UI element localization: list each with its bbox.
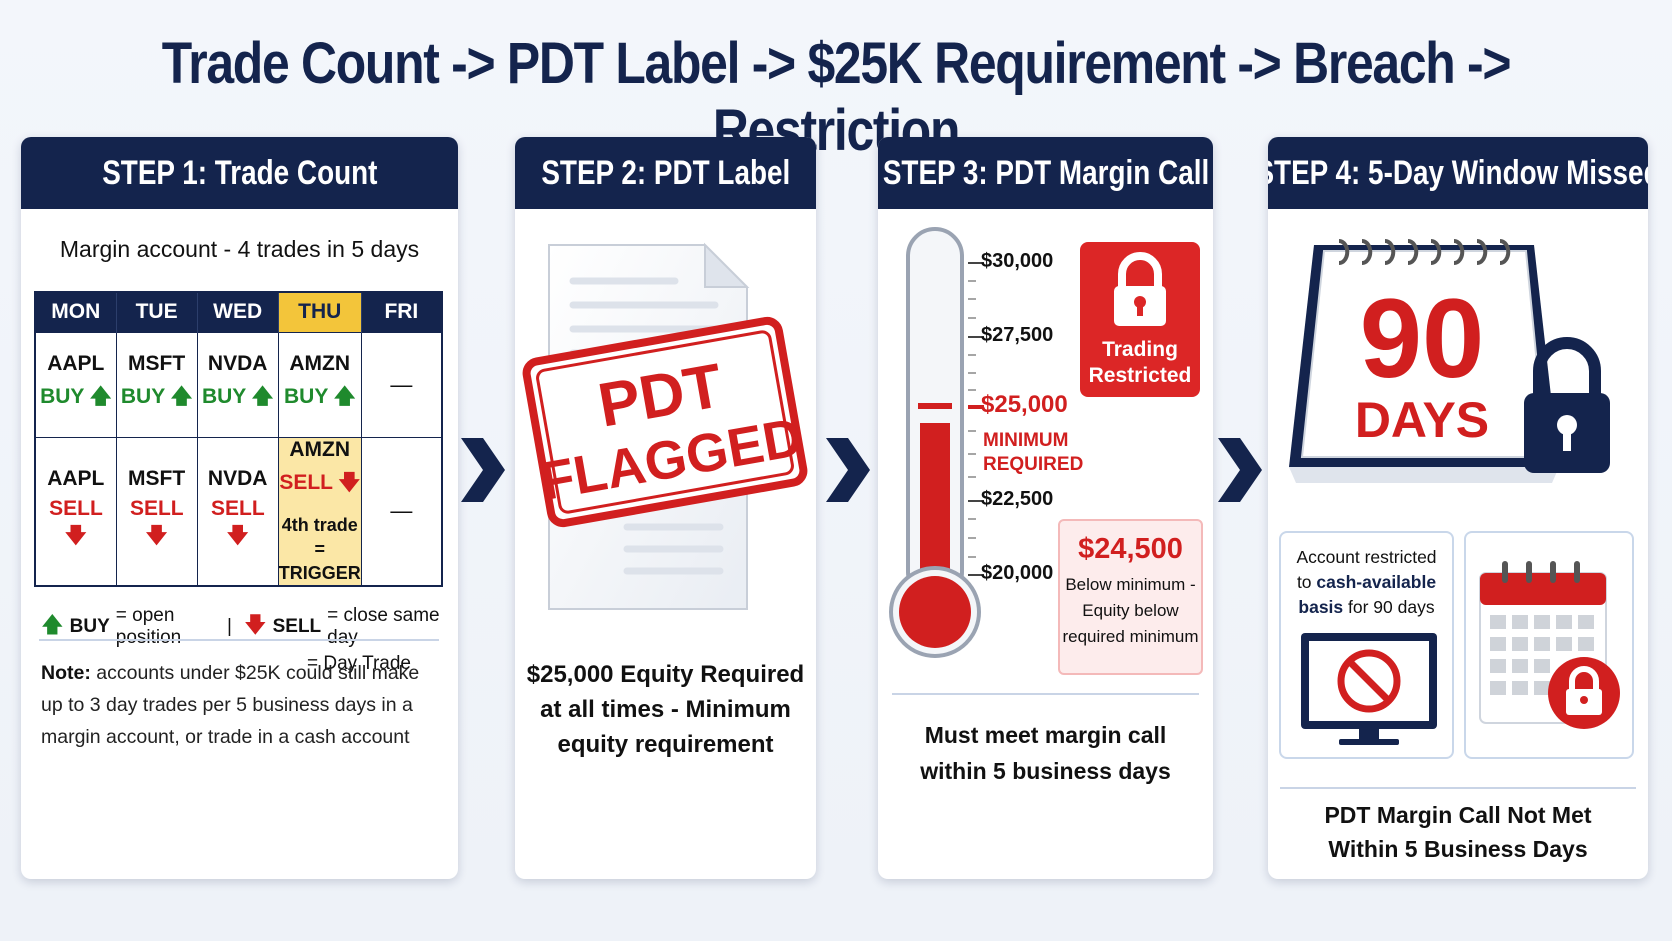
tick-22500: $22,500 — [981, 488, 1054, 510]
equity-description: Below minimum - Equity below required mi… — [1062, 575, 1199, 646]
buy-cell-mon: AAPL BUY 🡅 — [34, 331, 117, 438]
calendar-lock-icon — [1479, 561, 1620, 729]
arrow-up-icon: 🡅 — [89, 385, 112, 408]
trade-week-table: MON TUE WED THU FRI AAPL BUY 🡅 MSFT BUY … — [34, 291, 443, 587]
step3-header: STEP 3: PDT Margin Call — [878, 137, 1213, 209]
arrow-up-icon: 🡅 — [41, 612, 64, 637]
legend-sell: SELL — [272, 616, 322, 637]
divider — [892, 693, 1199, 695]
step1-subtitle: Margin account - 4 trades in 5 days — [59, 236, 420, 262]
pdt-flagged-stamp: PDT FLAGGED — [522, 316, 808, 528]
arrow-down-icon: 🡇 — [338, 470, 361, 494]
buy-action: BUY 🡅 — [284, 385, 356, 408]
flow-arrow-icon — [1218, 438, 1262, 502]
buy-action: BUY 🡅 — [120, 385, 193, 408]
empty-dash: — — [390, 371, 413, 397]
day-header-fri: FRI — [361, 292, 443, 332]
legend-separator: | — [227, 616, 232, 637]
padlock-icon — [1524, 337, 1610, 473]
arrow-down-icon: 🡇 — [145, 523, 168, 547]
note-label: Note: — [41, 662, 91, 684]
trade-symbol: AAPL — [47, 466, 105, 490]
lock-icon — [1114, 252, 1166, 326]
buy-cell-thu: AMZN BUY 🡅 — [277, 331, 362, 438]
restricted-calendar-box — [1464, 531, 1634, 759]
equity-amount: $24,500 — [1078, 533, 1183, 565]
trade-symbol: AAPL — [47, 352, 105, 375]
flow-arrow-icon — [826, 438, 870, 502]
trade-symbol: NVDA — [207, 466, 268, 490]
divider — [39, 639, 439, 641]
sell-action: SELL 🡇 — [211, 496, 265, 547]
calendar-number: 90 — [1360, 276, 1485, 401]
sell-cell-wed: NVDA SELL 🡇 — [196, 436, 279, 586]
sell-action: SELL 🡇 — [279, 470, 361, 494]
monitor-blocked-icon — [1301, 633, 1437, 745]
day-header-tue: TUE — [116, 292, 198, 332]
buy-cell-fri: — — [360, 331, 443, 438]
step1-header: STEP 1: Trade Count — [21, 137, 458, 209]
legend-sell-desc: = close same day — [327, 605, 440, 648]
arrow-up-icon: 🡅 — [251, 385, 274, 408]
equity-box: $24,500 Below minimum - Equity below req… — [1058, 519, 1203, 675]
day-header-mon: MON — [35, 292, 117, 332]
buy-action: BUY 🡅 — [201, 385, 274, 408]
step4-header: STEP 4: 5-Day Window Missed — [1268, 137, 1648, 209]
tick-30000: $30,000 — [981, 250, 1054, 272]
arrow-up-icon: 🡅 — [170, 385, 193, 408]
buy-action: BUY 🡅 — [40, 385, 112, 408]
step3-panel: STEP 3: PDT Margin Call $30,000 $27,500 … — [878, 137, 1213, 879]
arrow-down-icon: 🡇 — [226, 523, 249, 547]
note-text: accounts under $25K could still make up … — [41, 662, 420, 748]
legend-daytrade: = Day Trade — [306, 653, 411, 674]
sell-action: SELL 🡇 — [49, 496, 103, 547]
step4-panel: STEP 4: 5-Day Window Missed 90 DAYS Acco… — [1268, 137, 1648, 879]
sell-cell-tue: MSFT SELL 🡇 — [115, 436, 198, 586]
note: Note: accounts under $25K could still ma… — [41, 657, 441, 753]
thermometer-icon — [889, 227, 984, 658]
trade-symbol: AMZN — [289, 437, 351, 461]
legend: 🡅 BUY = open position | 🡇 SELL = close s… — [41, 605, 441, 675]
sell-cell-thu-trigger: AMZN SELL 🡇 4th trade= TRIGGER — [277, 436, 362, 586]
legend-buy: BUY — [69, 616, 110, 637]
document-icon: PDT FLAGGED — [515, 237, 816, 627]
trade-symbol: AMZN — [289, 352, 351, 375]
arrow-up-icon: 🡅 — [333, 385, 356, 408]
tick-20000: $20,000 — [981, 562, 1054, 584]
sell-action: SELL 🡇 — [129, 496, 184, 547]
step2-caption: $25,000 Equity Required at all times - M… — [526, 661, 805, 758]
calendar-unit: DAYS — [1355, 392, 1489, 448]
tick-25000: $25,000 — [981, 391, 1068, 418]
step2-panel: STEP 2: PDT Label — [515, 137, 816, 879]
step4-caption: PDT Margin Call Not Met Within 5 Busines… — [1324, 802, 1592, 862]
restricted-account-box: Account restricted to cash-available bas… — [1279, 531, 1454, 759]
tick-27500: $27,500 — [981, 324, 1054, 346]
trade-symbol: MSFT — [128, 352, 186, 375]
sell-cell-mon: AAPL SELL 🡇 — [34, 436, 117, 586]
empty-dash: — — [390, 498, 413, 523]
day-header-thu: THU — [278, 292, 362, 332]
calendar-90-days-icon: 90 DAYS — [1289, 239, 1610, 483]
arrow-down-icon: 🡇 — [64, 523, 87, 547]
divider — [1280, 787, 1636, 789]
buy-cell-tue: MSFT BUY 🡅 — [115, 331, 198, 438]
sell-cell-fri: — — [360, 436, 443, 586]
trade-symbol: MSFT — [128, 466, 186, 490]
trade-symbol: NVDA — [207, 352, 268, 375]
trigger-note: 4th trade= TRIGGER — [278, 514, 361, 583]
step2-header: STEP 2: PDT Label — [515, 137, 816, 209]
step3-caption: Must meet margin call within 5 business … — [920, 722, 1171, 784]
page-title: Trade Count -> PDT Label -> $25K Require… — [161, 31, 1512, 163]
step1-panel: STEP 1: Trade Count Margin account - 4 t… — [21, 137, 458, 879]
legend-buy-desc: = open position — [115, 605, 182, 648]
buy-cell-wed: NVDA BUY 🡅 — [196, 331, 279, 438]
arrow-down-icon: 🡇 — [243, 612, 267, 637]
day-header-wed: WED — [197, 292, 279, 332]
flow-arrow-icon — [461, 438, 505, 502]
